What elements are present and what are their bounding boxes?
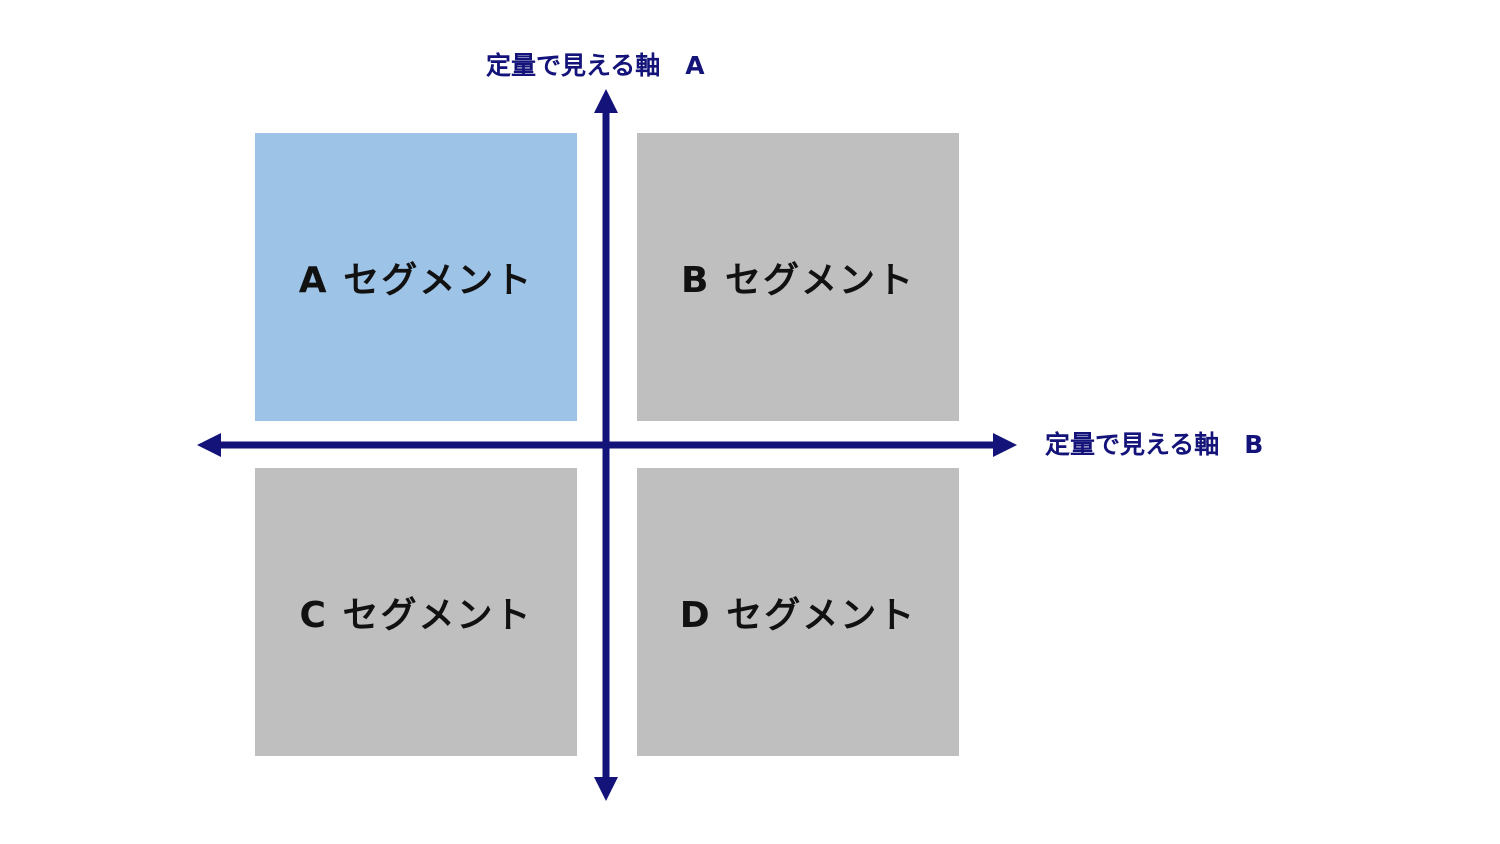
vertical-axis-arrow-up bbox=[594, 89, 618, 113]
segment-a-box: A セグメント bbox=[255, 133, 577, 421]
segment-b-label: B セグメント bbox=[681, 260, 915, 301]
segment-c-box: C セグメント bbox=[255, 468, 577, 756]
horizontal-axis-arrow-left bbox=[197, 433, 221, 457]
segment-b-box: B セグメント bbox=[637, 133, 959, 421]
vertical-axis-arrow-down bbox=[594, 777, 618, 801]
horizontal-axis-arrow-right bbox=[993, 433, 1017, 457]
segment-d-label: D セグメント bbox=[679, 595, 917, 636]
vertical-axis-label: 定量で見える軸 A bbox=[486, 51, 705, 80]
segment-c-label: C セグメント bbox=[299, 595, 533, 636]
horizontal-axis-label: 定量で見える軸 B bbox=[1045, 430, 1264, 459]
segment-a-label: A セグメント bbox=[298, 260, 534, 301]
segment-d-box: D セグメント bbox=[637, 468, 959, 756]
